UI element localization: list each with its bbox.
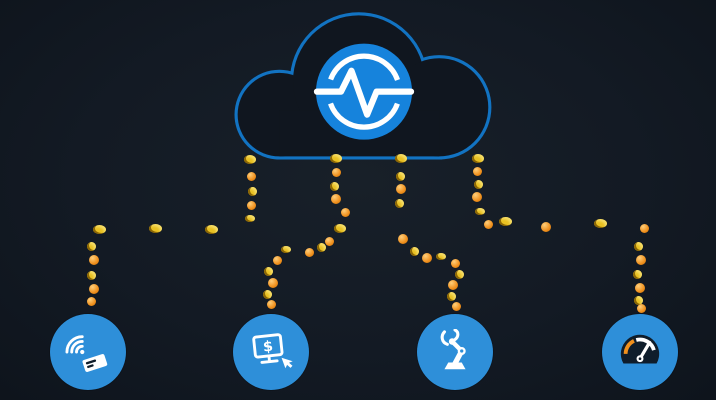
node-gauge — [602, 314, 678, 390]
flow-dot-coin — [472, 153, 484, 163]
money-computer-icon: $ — [252, 333, 293, 369]
flow-dot-coin — [633, 241, 643, 251]
flow-dot-coin — [593, 218, 607, 228]
flow-dot-coin — [263, 266, 273, 276]
flow-dot-ball — [422, 253, 432, 263]
flow-dot-ball — [246, 200, 256, 210]
dollar-symbol: $ — [262, 339, 274, 356]
gauge-icon — [620, 334, 660, 364]
pulse-heartbeat-line — [313, 67, 415, 118]
flow-dot-ball — [89, 284, 99, 294]
flow-dot-coin — [436, 252, 446, 260]
flow-dot-ball — [331, 194, 341, 204]
flow-dot-coin — [245, 214, 255, 222]
flow-dot-coin — [498, 216, 512, 226]
flow-dot-ball — [272, 255, 282, 265]
flow-dot-ball — [639, 223, 649, 233]
flow-dot-coin — [475, 207, 485, 215]
wireless-device-icon — [65, 335, 108, 372]
robot-arm-icon — [440, 329, 466, 370]
flow-dot-ball — [324, 236, 334, 246]
flow-dot-coin — [395, 153, 407, 163]
flow-dot-ball — [636, 255, 646, 265]
pulse-ring — [325, 53, 403, 130]
flow-dot-coin — [86, 241, 96, 251]
node-robot-arm — [417, 314, 493, 390]
flow-dot-coin — [281, 245, 291, 253]
flow-dot-ball — [483, 219, 493, 229]
flow-dot-coin — [632, 269, 642, 279]
flow-dot-coin — [409, 246, 419, 256]
flow-dot-ball — [398, 234, 408, 244]
flow-dot-coin — [395, 171, 405, 181]
flow-dot-ball — [246, 171, 256, 181]
flow-dot-ball — [635, 283, 645, 293]
flow-dot-coin — [244, 154, 256, 164]
flow-dot-ball — [268, 278, 278, 288]
flow-dot-ball — [472, 192, 482, 202]
flow-dot-ball — [451, 301, 461, 311]
flow-dot-ball — [636, 303, 646, 313]
flow-dot-ball — [331, 167, 341, 177]
flow-dot-coin — [204, 224, 218, 234]
flow-dot-coin — [334, 223, 346, 233]
flow-dot-ball — [89, 255, 99, 265]
flow-dot-coin — [329, 181, 339, 191]
cursor-hand-icon — [281, 357, 293, 369]
node-finance-computer: $ — [233, 314, 309, 390]
flow-dot-coin — [247, 186, 257, 196]
flow-dot-coin — [92, 224, 106, 234]
flow-dot-ball — [266, 299, 276, 309]
flow-dot-ball — [396, 184, 406, 194]
flow-dot-coin — [148, 223, 162, 233]
flow-dot-coin — [446, 291, 456, 301]
flow-dot-coin — [454, 269, 464, 279]
flow-dot-coin — [86, 270, 96, 280]
flow-dot-ball — [86, 296, 96, 306]
flow-dot-coin — [262, 289, 272, 299]
flow-dot-coin — [633, 295, 643, 305]
pulse-monitor-icon — [313, 43, 415, 140]
flow-dot-ball — [304, 247, 314, 257]
node-wireless-device — [50, 314, 126, 390]
flow-dot-ball — [450, 258, 460, 268]
flow-dot-ball — [541, 222, 551, 232]
flow-dot-coin — [330, 153, 342, 163]
flow-dot-coin — [394, 198, 404, 208]
cloud-pulse-icon — [234, 12, 492, 160]
flow-dot-ball — [472, 166, 482, 176]
flow-dot-coin — [316, 242, 326, 252]
flow-dot-coin — [473, 179, 483, 189]
flow-dot-ball — [448, 280, 458, 290]
flow-dot-ball — [340, 207, 350, 217]
